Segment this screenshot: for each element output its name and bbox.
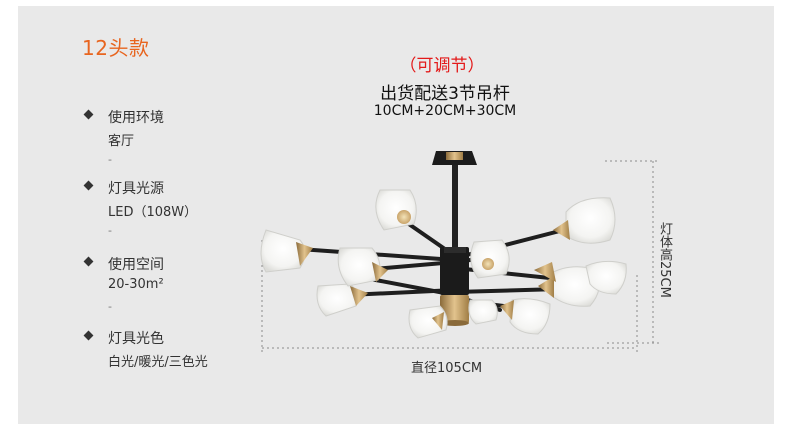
dimension-guides <box>261 160 660 354</box>
diameter-label: 直径105CM <box>411 361 483 376</box>
lamp-shade-bottom-right <box>500 298 551 335</box>
spec-value: 白光/暖光/三色光 <box>108 355 208 370</box>
spec-value: 20-30m² <box>108 277 164 292</box>
lamp-shade-far-right <box>585 260 627 295</box>
rod-shipping-note: 出货配送3节吊杆 <box>380 84 510 104</box>
spec-label: 使用空间 <box>108 257 164 273</box>
lamp-shade-upper-left <box>375 189 417 231</box>
rod-lengths: 10CM+20CM+30CM <box>373 103 517 119</box>
lamp-shade-left-top <box>260 229 313 273</box>
center-body <box>440 247 469 326</box>
height-label: 灯体高25CM <box>657 222 672 298</box>
lamp-shade-bottom-center <box>408 305 448 339</box>
model-heading: 12头款 <box>82 36 150 60</box>
lamp-shade-upper-right <box>553 197 616 244</box>
canopy <box>432 151 477 247</box>
lamp-shade-right-mid <box>534 262 556 282</box>
lamp-shade-mid-right-low <box>468 299 498 325</box>
spec-label: 使用环境 <box>108 110 164 126</box>
spec-value: 客厅 <box>108 134 135 149</box>
lamp-shade-center-right <box>470 239 510 279</box>
spec-separator: - <box>108 153 112 166</box>
spec-label: 灯具光色 <box>108 331 164 347</box>
lamp-shade-left-bottom <box>316 283 368 317</box>
lamp-shade-mid-left <box>337 247 388 287</box>
spec-separator: - <box>108 224 112 237</box>
lamp-shade-right <box>538 266 601 307</box>
rod-adjustable-note: （可调节） <box>399 56 485 76</box>
spec-separator: - <box>108 300 112 313</box>
spec-value: LED（108W） <box>108 205 198 220</box>
spec-label: 灯具光源 <box>108 181 164 197</box>
